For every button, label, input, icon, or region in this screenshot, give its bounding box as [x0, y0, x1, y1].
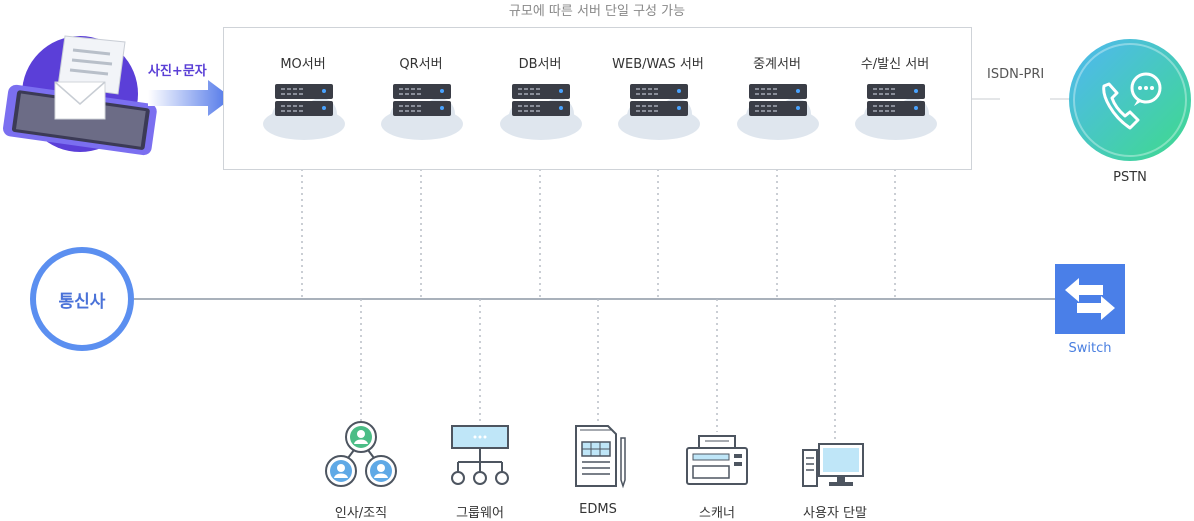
server-send-receive: 수/발신 서버: [850, 28, 940, 148]
isdn-label: ISDN-PRI: [987, 67, 1045, 82]
client-label: 인사/조직: [334, 506, 388, 521]
client-hr-org: 인사/조직: [301, 420, 421, 521]
server-label: DB서버: [518, 57, 562, 72]
server-label: 중계서버: [753, 57, 801, 72]
client-edms: EDMS: [538, 420, 658, 520]
diagram-caption: 규모에 따른 서버 단일 구성 가능: [508, 4, 686, 19]
org-chart-icon: [325, 421, 397, 487]
server-group-box: MO서버 QR서버 DB서버: [223, 27, 972, 170]
pstn-phone-icon: [1069, 39, 1191, 161]
client-groupware: 그룹웨어: [420, 420, 540, 521]
cloud-server-icon: [381, 84, 463, 140]
server-relay: 중계서버: [732, 28, 822, 148]
mobile-input-label: 사진+문자: [148, 64, 207, 79]
cloud-server-icon: [500, 84, 582, 140]
switch-label: Switch: [1068, 341, 1112, 356]
pstn-label: PSTN: [1113, 170, 1147, 185]
carrier-label: 통신사: [58, 291, 106, 312]
server-label: MO서버: [280, 57, 326, 72]
scanner-icon: [686, 435, 748, 485]
server-web-was: WEB/WAS 서버: [612, 28, 704, 148]
desktop-icon: [802, 443, 864, 487]
server-mo: MO서버: [258, 28, 348, 148]
cloud-server-icon: [263, 84, 345, 140]
cloud-server-icon: [855, 84, 937, 140]
groupware-icon: [451, 425, 509, 485]
client-user-terminal: 사용자 단말: [775, 420, 895, 521]
cloud-server-icon: [737, 84, 819, 140]
server-db: DB서버: [495, 28, 585, 148]
server-label: QR서버: [399, 57, 443, 72]
client-label: 사용자 단말: [803, 506, 867, 521]
carrier-node: 통신사: [30, 247, 134, 351]
arrow-right-icon: [148, 80, 232, 116]
document-icon: [575, 425, 626, 489]
mobile-message-icon: [3, 35, 157, 156]
switch-icon: [1055, 264, 1125, 334]
client-label: EDMS: [579, 502, 617, 517]
server-qr: QR서버: [376, 28, 466, 148]
client-scanner: 스캐너: [657, 420, 777, 521]
server-label: 수/발신 서버: [860, 57, 930, 72]
client-label: 그룹웨어: [456, 506, 504, 521]
cloud-server-icon: [618, 84, 700, 140]
client-label: 스캐너: [699, 506, 735, 521]
server-label: WEB/WAS 서버: [612, 57, 704, 72]
